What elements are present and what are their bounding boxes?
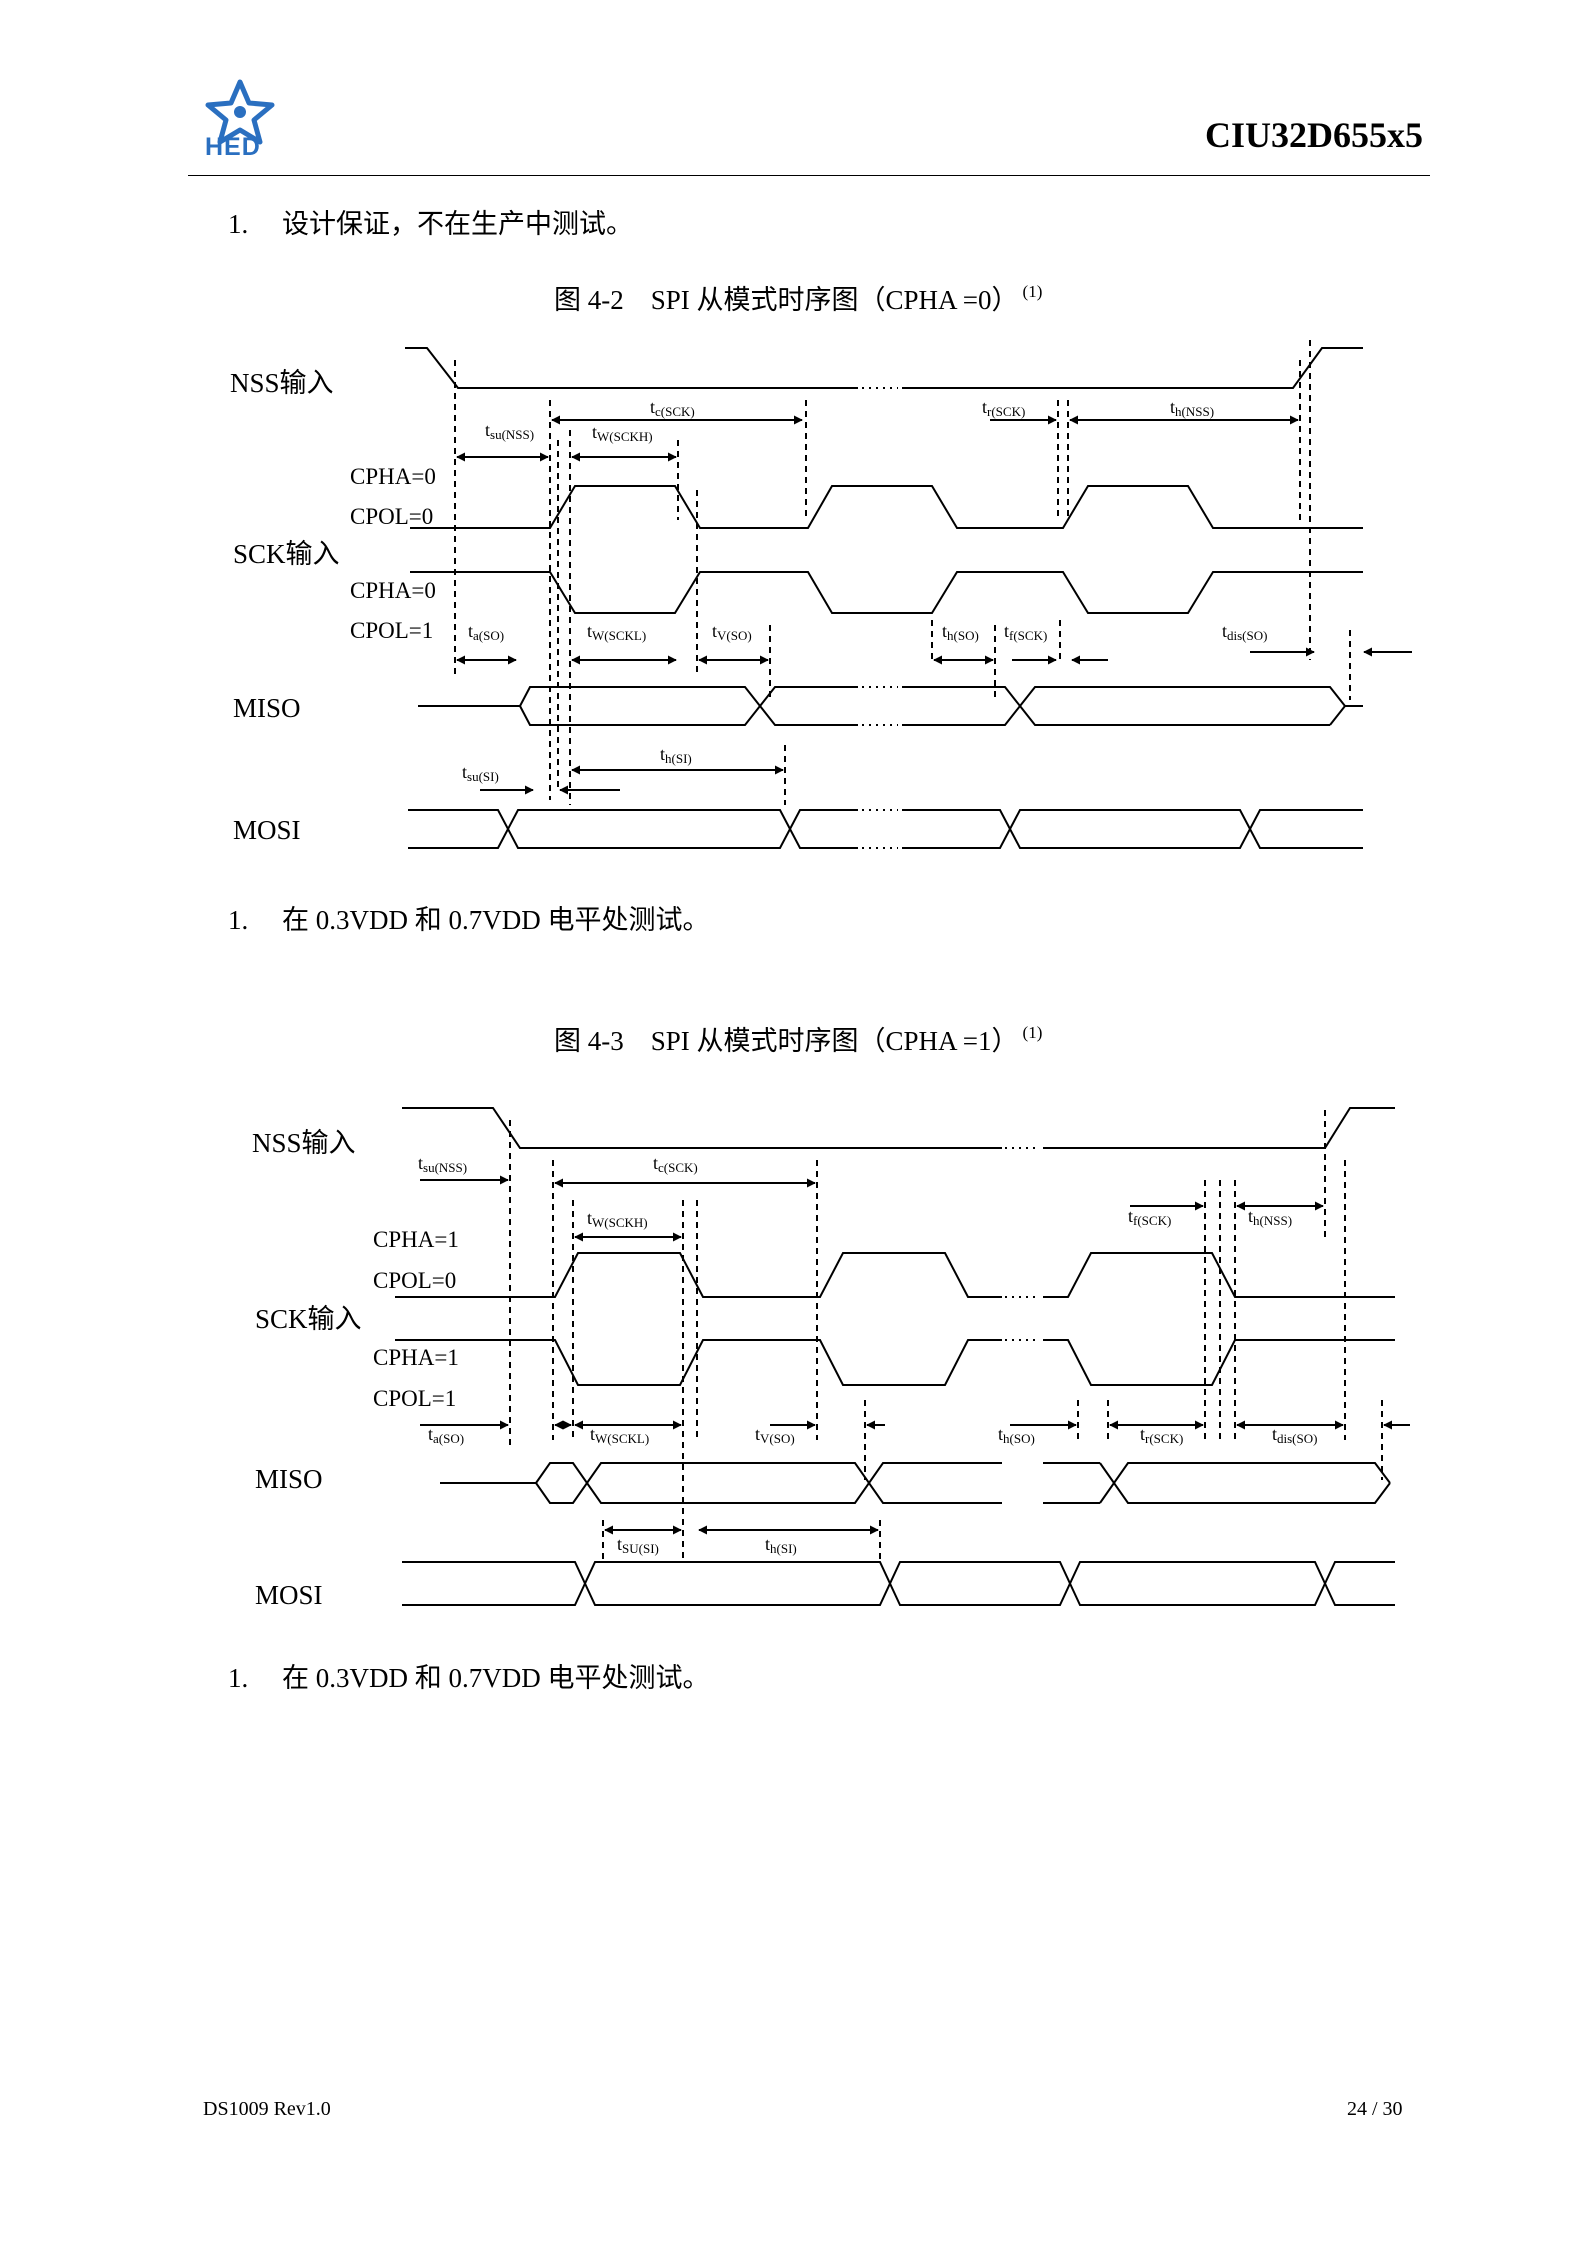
figure-title: SPI 从模式时序图（CPHA =0） [650, 285, 1019, 315]
hed-logo-text: HED [205, 133, 261, 161]
timing-label-tw-sckh: tW(SCKH) [587, 1208, 648, 1230]
timing-diagram-cpha1: NSS输入 SCK输入 MISO MOSI CPHA=1 CPOL=0 CPHA… [252, 1107, 1410, 1610]
mode1-cpha-label: CPHA=1 [373, 1227, 459, 1252]
document-id: CIU32D655x5 [1204, 115, 1423, 155]
timing-label-tsu-si: tSU(SI) [617, 1534, 659, 1556]
mosi-waveform [408, 809, 1363, 849]
mode2-cpol-label: CPOL=1 [350, 618, 433, 643]
timing-label-tr-sck: tr(SCK) [982, 397, 1025, 419]
hed-logo [205, 79, 275, 145]
mode1-cpha-label: CPHA=0 [350, 464, 436, 489]
timing-arrows [456, 415, 1412, 795]
note-text: 在 0.3VDD 和 0.7VDD 电平处测试。 [282, 905, 710, 935]
signal-label-mosi: MOSI [255, 1580, 323, 1610]
signal-label-nss: NSS输入 [230, 368, 334, 398]
timing-label-th-si: th(SI) [660, 744, 692, 766]
timing-label-tw-sckh: tW(SCKH) [592, 422, 653, 444]
test-note-2: 1. 在 0.3VDD 和 0.7VDD 电平处测试。 [228, 1656, 710, 1695]
nss-waveform [402, 1107, 1395, 1149]
timing-label-tv-so: tV(SO) [755, 1424, 795, 1446]
timing-label-tw-sckl: tW(SCKL) [590, 1424, 649, 1446]
mode2-cpha-label: CPHA=1 [373, 1345, 459, 1370]
timing-label-tf-sck: tf(SCK) [1128, 1206, 1171, 1228]
signal-label-sck: SCK输入 [233, 539, 340, 569]
guide-lines [509, 1110, 1383, 1560]
miso-waveform [440, 1462, 1391, 1504]
figure-title: SPI 从模式时序图（CPHA =1） [650, 1026, 1019, 1056]
timing-arrows [420, 1175, 1410, 1535]
note-text: 设计保证，不在生产中测试。 [282, 209, 633, 239]
miso-waveform [418, 686, 1363, 726]
timing-label-tc-sck: tc(SCK) [650, 397, 695, 419]
footer-page-number: 24 / 30 [1347, 2098, 1403, 2120]
sck-waveform-cpol1 [410, 571, 1363, 614]
note-number: 1. [228, 905, 249, 935]
timing-label-th-so: th(SO) [998, 1424, 1035, 1446]
mode1-cpol-label: CPOL=0 [373, 1268, 456, 1293]
figure-number: 图 4-3 [554, 1026, 624, 1056]
timing-label-tsu-nss: tsu(NSS) [485, 420, 534, 442]
nss-waveform [405, 347, 1363, 389]
timing-label-tdis-so: tdis(SO) [1222, 621, 1267, 643]
signal-label-miso: MISO [233, 693, 301, 723]
timing-label-tdis-so: tdis(SO) [1272, 1424, 1317, 1446]
note-text: 在 0.3VDD 和 0.7VDD 电平处测试。 [282, 1663, 710, 1693]
sck-waveform-cpol0 [395, 1252, 1395, 1298]
figure-4-2-caption: 图 4-2 SPI 从模式时序图（CPHA =0）(1) [554, 278, 1042, 317]
timing-label-tr-sck: tr(SCK) [1140, 1424, 1183, 1446]
figure-number: 图 4-2 [554, 285, 624, 315]
timing-label-tf-sck: tf(SCK) [1004, 621, 1047, 643]
mosi-waveform [402, 1561, 1395, 1606]
timing-label-tsu-si: tsu(SI) [462, 762, 499, 784]
timing-label-tw-sckl: tW(SCKL) [587, 621, 646, 643]
timing-labels: tc(SCK) tr(SCK) th(NSS) tsu(NSS) tW(SCKH… [462, 397, 1267, 784]
note-number: 1. [228, 1663, 249, 1693]
figure-4-3-caption: 图 4-3 SPI 从模式时序图（CPHA =1）(1) [554, 1019, 1042, 1058]
test-note-1: 1. 在 0.3VDD 和 0.7VDD 电平处测试。 [228, 898, 710, 937]
signal-label-sck: SCK输入 [255, 1304, 362, 1334]
signal-label-miso: MISO [255, 1464, 323, 1494]
timing-label-th-so: th(SO) [942, 621, 979, 643]
mode1-cpol-label: CPOL=0 [350, 504, 433, 529]
timing-label-ta-so: ta(SO) [468, 621, 504, 643]
mode2-cpha-label: CPHA=0 [350, 578, 436, 603]
timing-label-ta-so: ta(SO) [428, 1424, 464, 1446]
timing-label-th-nss: th(NSS) [1170, 397, 1214, 419]
header-rule [188, 175, 1430, 176]
footer-doc-revision: DS1009 Rev1.0 [203, 2098, 331, 2120]
figure-footnote-ref: (1) [1022, 282, 1043, 301]
figure-footnote-ref: (1) [1022, 1023, 1043, 1042]
timing-label-tc-sck: tc(SCK) [653, 1153, 698, 1175]
sck-waveform-cpol0 [410, 485, 1363, 529]
timing-diagram-cpha0: NSS输入 SCK输入 MISO MOSI CPHA=0 CPOL=0 CPHA… [230, 340, 1412, 849]
timing-label-th-nss: th(NSS) [1248, 1206, 1292, 1228]
sck-waveform-cpol1 [395, 1339, 1395, 1386]
timing-label-tv-so: tV(SO) [712, 621, 752, 643]
design-note: 1. 设计保证，不在生产中测试。 [228, 202, 633, 241]
guide-lines [454, 340, 1351, 805]
timing-labels: tsu(NSS) tc(SCK) tW(SCKH) tf(SCK) th(NSS… [418, 1153, 1317, 1556]
mode2-cpol-label: CPOL=1 [373, 1386, 456, 1411]
note-number: 1. [228, 209, 249, 239]
signal-label-mosi: MOSI [233, 815, 301, 845]
timing-label-th-si: th(SI) [765, 1534, 797, 1556]
signal-label-nss: NSS输入 [252, 1128, 356, 1158]
timing-label-tsu-nss: tsu(NSS) [418, 1153, 467, 1175]
